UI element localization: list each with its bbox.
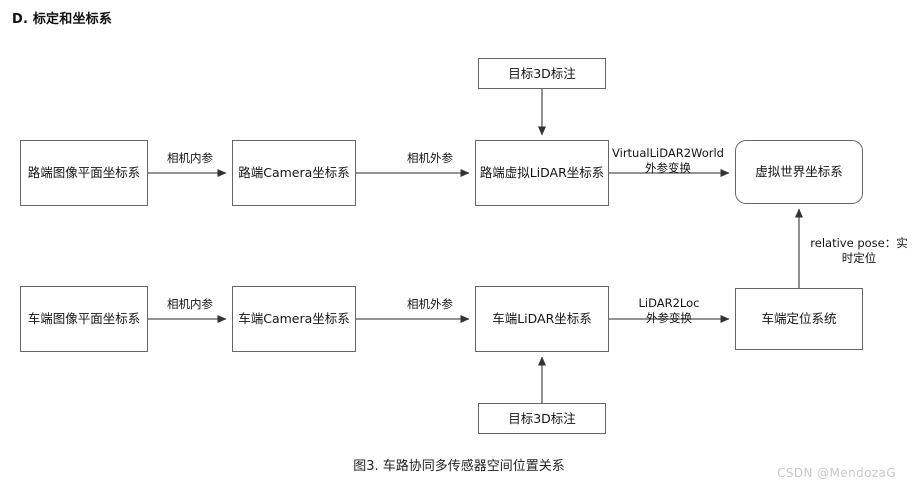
edge-label-camera-intrinsics-bottom: 相机内参 (167, 297, 213, 311)
edge-label-line1: relative pose：实 (810, 236, 908, 250)
node-vehicle-camera[interactable]: 车端Camera坐标系 (232, 286, 356, 352)
node-vehicle-image-plane[interactable]: 车端图像平面坐标系 (20, 286, 148, 352)
node-virtual-world[interactable]: 虚拟世界坐标系 (735, 140, 863, 204)
figure-caption: 图3. 车路协同多传感器空间位置关系 (353, 459, 565, 474)
node-vehicle-lidar[interactable]: 车端LiDAR坐标系 (475, 286, 609, 352)
node-road-camera[interactable]: 路端Camera坐标系 (232, 140, 356, 206)
node-label: 车端Camera坐标系 (238, 311, 350, 327)
node-label: 车端LiDAR坐标系 (492, 311, 592, 327)
edge-label-virtual-lidar-to-world: VirtualLiDAR2World 外参变换 (604, 146, 732, 176)
edge-label-camera-intrinsics-top: 相机内参 (167, 151, 213, 165)
edge-label-line2: 时定位 (841, 250, 877, 265)
edge-label-line1: LiDAR2Loc (638, 296, 700, 310)
watermark: CSDN @MendozaG (777, 466, 896, 480)
edge-label-line2: 外参变换 (646, 310, 692, 325)
node-vehicle-localization[interactable]: 车端定位系统 (735, 288, 863, 350)
node-label: 虚拟世界坐标系 (755, 164, 843, 180)
node-label: 车端图像平面坐标系 (27, 311, 141, 327)
page-title: D. 标定和坐标系 (12, 12, 113, 27)
node-label: 目标3D标注 (508, 65, 576, 81)
edge-label-line2: 外参变换 (645, 160, 691, 175)
node-road-virtual-lidar[interactable]: 路端虚拟LiDAR坐标系 (475, 140, 609, 206)
node-annotation-top[interactable]: 目标3D标注 (478, 58, 606, 89)
node-label: 路端Camera坐标系 (238, 165, 350, 181)
edge-label-lidar2loc: LiDAR2Loc 外参变换 (609, 296, 729, 326)
edge-label-camera-extrinsics-bottom: 相机外参 (407, 297, 453, 311)
node-road-image-plane[interactable]: 路端图像平面坐标系 (20, 140, 148, 206)
node-annotation-bottom[interactable]: 目标3D标注 (478, 403, 606, 434)
edge-label-relative-pose: relative pose：实 时定位 (803, 236, 915, 266)
node-label: 路端虚拟LiDAR坐标系 (479, 165, 605, 181)
node-label: 路端图像平面坐标系 (27, 165, 141, 181)
node-label: 车端定位系统 (761, 311, 837, 327)
edge-label-camera-extrinsics-top: 相机外参 (407, 151, 453, 165)
node-label: 目标3D标注 (508, 410, 576, 426)
edge-label-line1: VirtualLiDAR2World (612, 146, 724, 160)
